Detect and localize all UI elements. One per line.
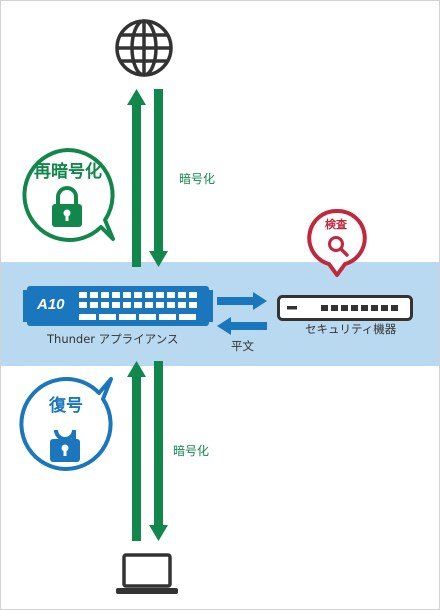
arrow-right-head xyxy=(253,292,267,310)
arrow-left-head xyxy=(217,317,231,335)
decrypt-bubble xyxy=(19,377,113,472)
plaintext-label: 平文 xyxy=(231,339,254,353)
security-device-label: セキュリティ機器 xyxy=(305,322,397,336)
laptop-icon xyxy=(116,553,178,594)
inspect-bubble xyxy=(307,208,367,277)
arrow-up-shaft xyxy=(132,375,141,541)
padlock-closed-icon xyxy=(52,186,82,227)
bottom-arrows xyxy=(127,361,168,541)
arrow-down-head xyxy=(149,251,168,267)
encrypt-label-bottom: 暗号化 xyxy=(173,444,210,458)
decrypt-label: 復号 xyxy=(49,396,83,416)
horizontal-arrows xyxy=(217,292,267,335)
arrow-left-shaft xyxy=(229,322,267,330)
arrow-right-shaft xyxy=(217,297,255,305)
reencrypt-bubble xyxy=(22,147,115,242)
globe-icon xyxy=(115,19,173,77)
thunder-appliance xyxy=(23,286,213,326)
arrow-down-shaft xyxy=(154,89,163,253)
padlock-open-icon xyxy=(50,429,80,462)
arrow-up-shaft xyxy=(132,103,141,267)
appliance-label: Thunder アプライアンス xyxy=(47,332,179,346)
security-device xyxy=(277,295,413,321)
a10-logo: A10 xyxy=(37,296,65,313)
arrow-down-shaft xyxy=(154,361,163,527)
top-arrows xyxy=(127,89,168,267)
arrow-up-head xyxy=(127,361,146,377)
magnifier-icon xyxy=(328,236,349,257)
encrypt-label-top: 暗号化 xyxy=(179,172,216,186)
inspect-label: 検査 xyxy=(325,218,347,231)
arrow-up-head xyxy=(127,89,146,105)
arrow-down-head xyxy=(149,525,168,541)
reencrypt-label: 再暗号化 xyxy=(34,162,102,182)
